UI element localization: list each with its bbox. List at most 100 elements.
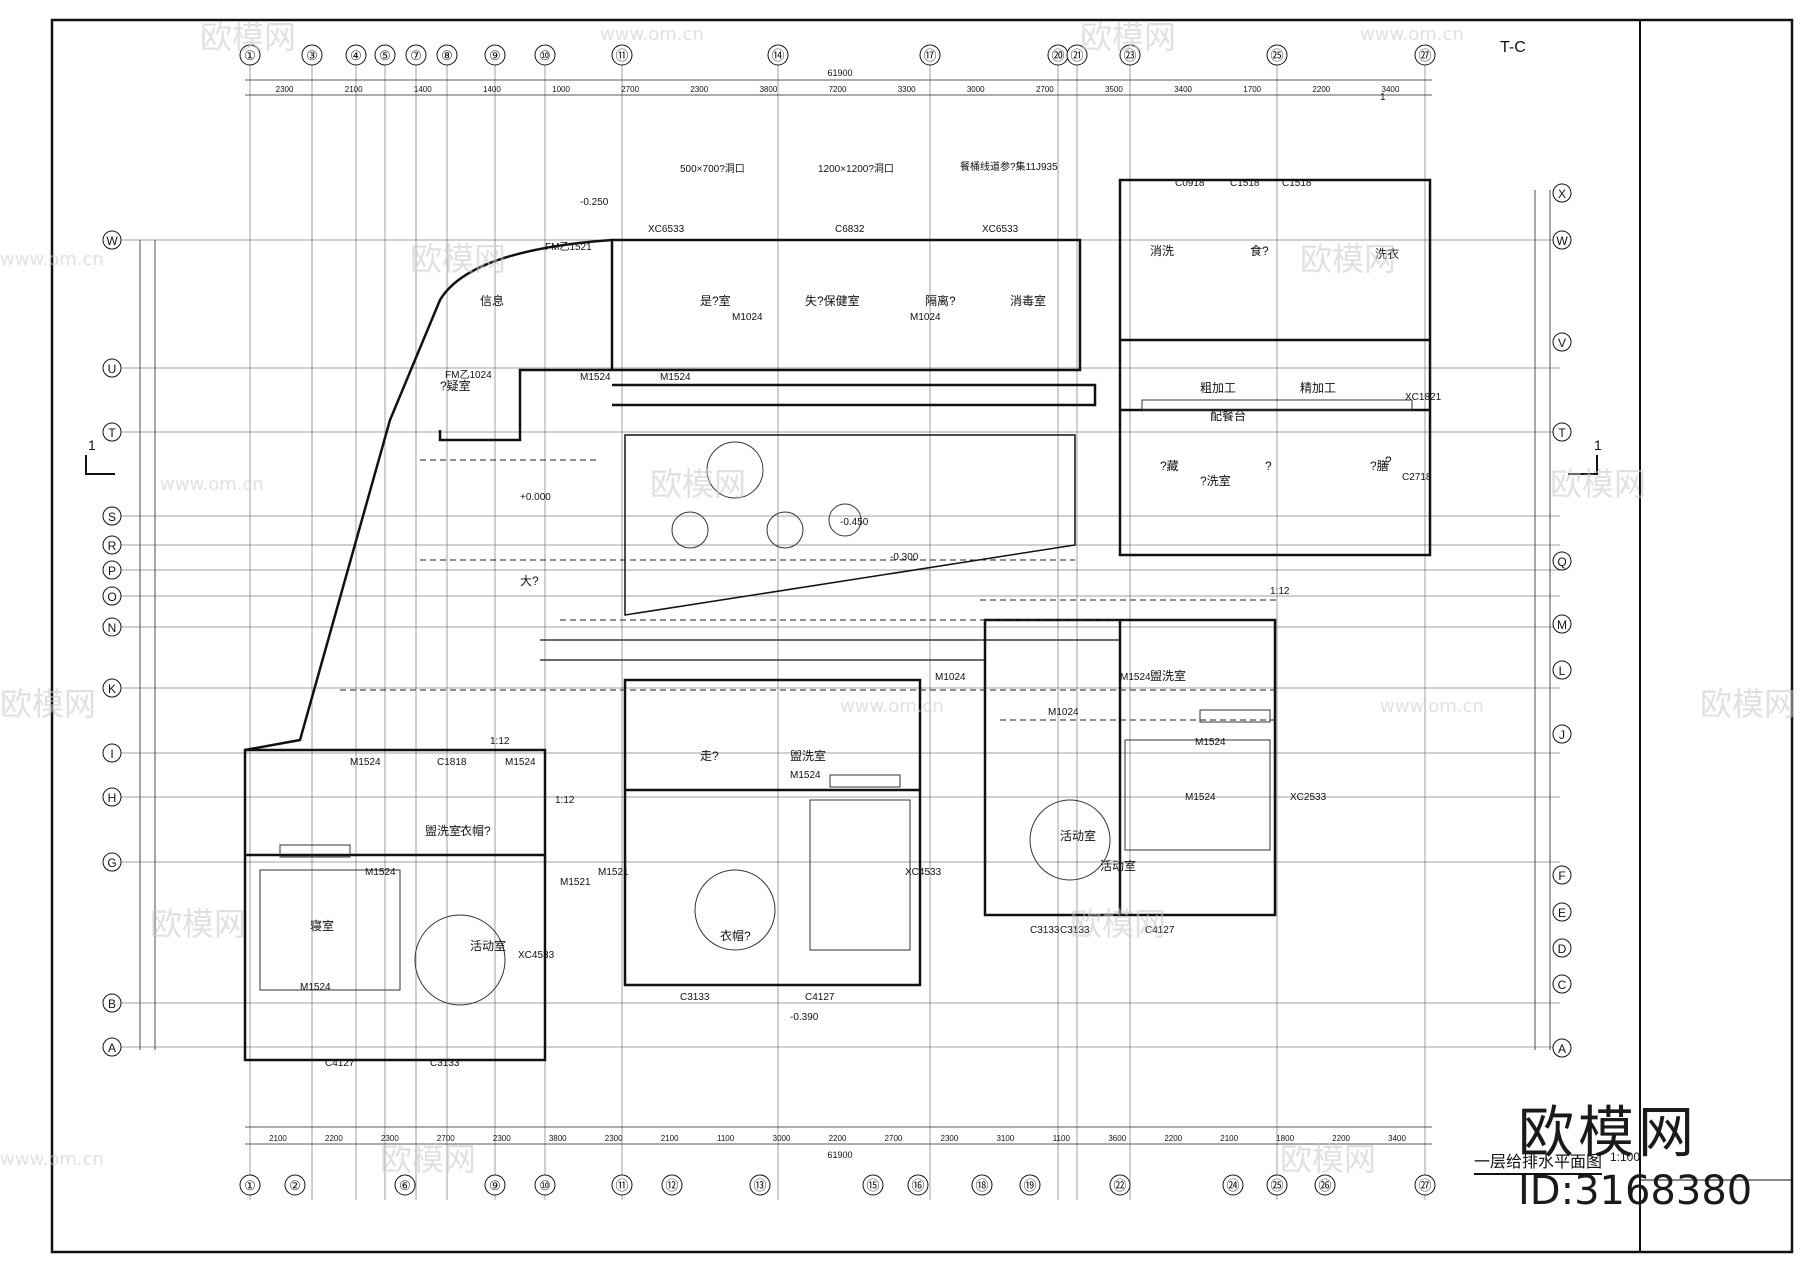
room-label: 食? — [1250, 243, 1269, 258]
svg-text:www.om.cn: www.om.cn — [600, 24, 704, 45]
dimension-label: 7200 — [829, 85, 847, 94]
svg-text:⑨: ⑨ — [489, 1178, 501, 1193]
top-axis-2: ④ — [345, 44, 367, 66]
svg-text:1: 1 — [88, 437, 96, 453]
svg-text:㉕: ㉕ — [1270, 1178, 1283, 1193]
room-label: ?藏 — [1160, 459, 1179, 473]
bottom-axis-7: ⑬ — [749, 1174, 771, 1196]
svg-text:⑭: ⑭ — [771, 48, 784, 63]
window-label: C4127 — [805, 992, 835, 1003]
room-label: 大? — [520, 574, 539, 588]
annotation-label: +0.000 — [520, 492, 551, 503]
window-label: C4127 — [325, 1058, 355, 1069]
svg-text:欧模网: 欧模网 — [0, 685, 96, 723]
svg-text:⑨: ⑨ — [489, 48, 501, 63]
svg-text:www.om.cn: www.om.cn — [1380, 696, 1484, 717]
top-axis-15: ㉗ — [1414, 44, 1436, 66]
dimension-label: 2100 — [1220, 1134, 1238, 1143]
right-axis-2: V — [1552, 332, 1572, 352]
window-label: C1518 — [1282, 178, 1312, 189]
svg-text:①: ① — [244, 48, 256, 63]
svg-text:⑫: ⑫ — [665, 1178, 678, 1193]
svg-text:⑬: ⑬ — [753, 1178, 766, 1193]
bottom-axis-3: ⑨ — [484, 1174, 506, 1196]
window-label: C3133 — [430, 1058, 460, 1069]
svg-text:欧模网: 欧模网 — [1700, 685, 1796, 723]
door-label: M1524 — [505, 757, 536, 768]
watermark-brand: 欧模网 — [1518, 1101, 1698, 1166]
left-axis-7: N — [102, 617, 122, 637]
svg-text:U: U — [108, 362, 117, 376]
dimension-label: 2300 — [493, 1134, 511, 1143]
svg-text:欧模网: 欧模网 — [380, 1140, 476, 1178]
svg-text:N: N — [108, 621, 117, 635]
svg-text:欧模网: 欧模网 — [150, 905, 246, 943]
svg-text:㉕: ㉕ — [1270, 48, 1283, 63]
svg-text:㉑: ㉑ — [1070, 48, 1083, 63]
section-marker-left: 1 — [85, 437, 115, 475]
svg-text:⑮: ⑮ — [866, 1178, 879, 1193]
dimension-label: 2200 — [1332, 1134, 1350, 1143]
dimension-label: 2700 — [1036, 85, 1054, 94]
dimension-label: 2100 — [269, 1134, 287, 1143]
annotation-label: 1:12 — [490, 736, 510, 747]
svg-text:㉗: ㉗ — [1418, 1178, 1431, 1193]
svg-text:M: M — [1557, 618, 1567, 632]
right-axis-3: T — [1552, 422, 1572, 442]
left-axis-9: I — [102, 743, 122, 763]
window-label: C3133 — [1060, 925, 1090, 936]
north-note: T-C — [1500, 39, 1526, 56]
dimension-label: 2200 — [829, 1134, 847, 1143]
room-label: ? — [1385, 454, 1392, 468]
door-label: M1524 — [1195, 737, 1226, 748]
window-label: XC2533 — [1290, 792, 1327, 803]
svg-text:G: G — [107, 856, 116, 870]
svg-text:㉒: ㉒ — [1113, 1178, 1126, 1193]
dimension-label: 2300 — [605, 1134, 623, 1143]
room-label: 盥洗室 — [790, 748, 826, 763]
svg-text:欧模网: 欧模网 — [650, 465, 746, 503]
right-axis-10: D — [1552, 938, 1572, 958]
svg-text:J: J — [1559, 728, 1565, 742]
door-label: M1024 — [732, 312, 763, 323]
right-axis-4: Q — [1552, 551, 1572, 571]
dimension-label: 1400 — [414, 85, 432, 94]
svg-text:O: O — [107, 590, 116, 604]
window-label: C3133 — [1030, 925, 1060, 936]
svg-text:W: W — [1556, 234, 1568, 248]
total-dimension-top: 61900 — [827, 68, 852, 78]
bottom-axis-4: ⑩ — [534, 1174, 556, 1196]
svg-text:⑯: ⑯ — [911, 1178, 924, 1193]
dimension-label: 2700 — [885, 1134, 903, 1143]
door-label: M1524 — [790, 770, 821, 781]
svg-text:C: C — [1558, 978, 1567, 992]
room-label: 活动室 — [470, 938, 506, 953]
dimension-label: 3400 — [1382, 85, 1400, 94]
left-axis-3: S — [102, 506, 122, 526]
dimension-label: 2200 — [1164, 1134, 1182, 1143]
svg-text:⑩: ⑩ — [539, 48, 551, 63]
svg-text:www.om.cn: www.om.cn — [840, 696, 944, 717]
dimension-label: 1000 — [552, 85, 570, 94]
svg-text:www.om.cn: www.om.cn — [160, 474, 264, 495]
bottom-axis-11: ⑲ — [1019, 1174, 1041, 1196]
room-labels: 信息?疑室大?是?室失?保健室隔离?消毒室消洗食?洗衣粗加工精加工配餐台?藏?洗… — [310, 243, 1399, 953]
room-label: 活动室 — [1060, 828, 1096, 843]
door-label: M1521 — [598, 867, 629, 878]
door-label: M1524 — [350, 757, 381, 768]
door-label: M1524 — [300, 982, 331, 993]
svg-text:⑲: ⑲ — [1023, 1178, 1036, 1193]
window-label: C0918 — [1175, 178, 1205, 189]
svg-text:B: B — [108, 997, 116, 1011]
left-axis-1: U — [102, 358, 122, 378]
svg-text:A: A — [108, 1041, 116, 1055]
svg-text:欧模网: 欧模网 — [1550, 465, 1646, 503]
room-label: ?洗室 — [1200, 473, 1231, 488]
right-axis-1: W — [1552, 230, 1572, 250]
door-label: M1524 — [580, 372, 611, 383]
vertical-grid-lines — [249, 62, 1426, 1200]
top-axis-12: ㉑ — [1066, 44, 1088, 66]
top-axis-8: ⑪ — [611, 44, 633, 66]
